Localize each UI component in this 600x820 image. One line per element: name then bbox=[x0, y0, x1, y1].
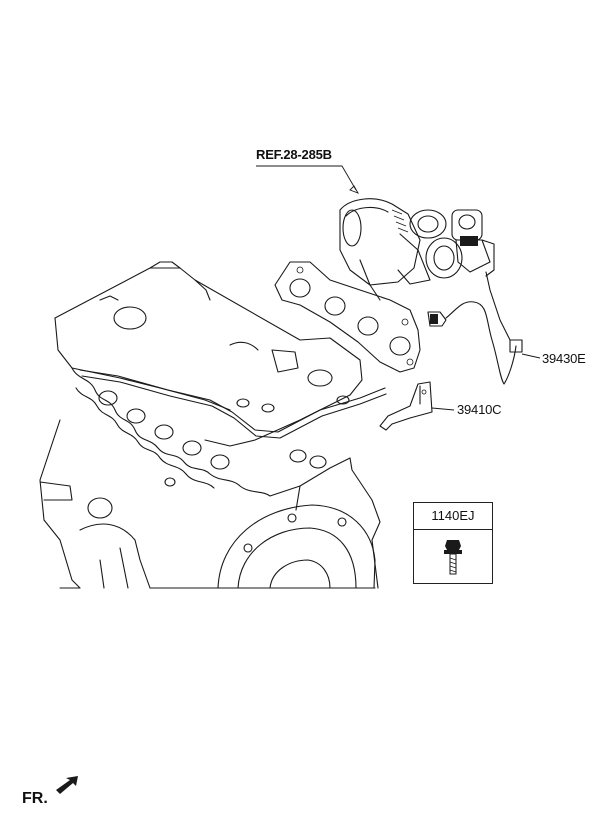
turbocharger-manifold bbox=[274, 198, 495, 373]
engine-block bbox=[39, 261, 387, 589]
oxygen-sensor bbox=[427, 271, 523, 385]
part-label-sensor: 39430E bbox=[542, 351, 586, 366]
part-label-bolt: 1140EJ bbox=[414, 503, 492, 530]
bolt-callout-box: 1140EJ bbox=[413, 502, 493, 584]
front-arrow-icon bbox=[56, 776, 78, 794]
bolt-icon bbox=[444, 540, 462, 575]
part-label-bracket: 39410C bbox=[457, 402, 502, 417]
leader-lines bbox=[256, 165, 541, 411]
sensor-bracket bbox=[379, 381, 433, 431]
front-indicator-label: FR. bbox=[22, 790, 48, 807]
reference-label: REF.28-285B bbox=[256, 147, 332, 162]
